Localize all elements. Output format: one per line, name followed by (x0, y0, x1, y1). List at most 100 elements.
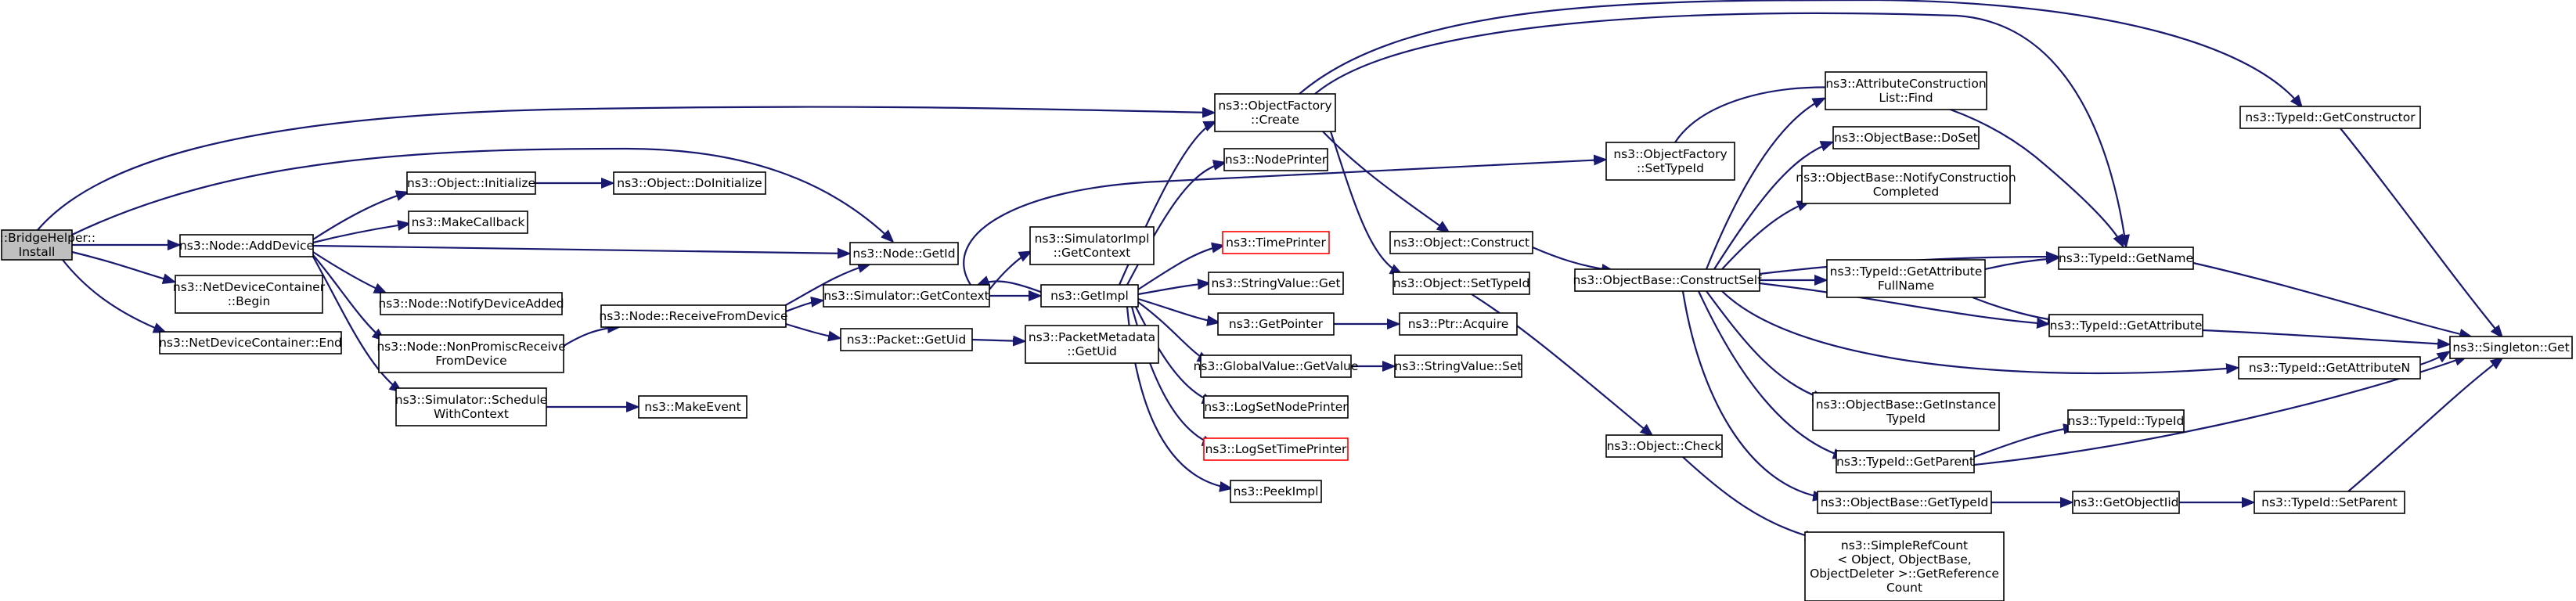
node-logSetTimePrinter[interactable]: ns3::LogSetTimePrinter (1203, 437, 1349, 461)
node-simpleRefCount[interactable]: ns3::SimpleRefCount< Object, ObjectBase,… (1804, 531, 2005, 601)
node-objBaseGetTypeId[interactable]: ns3::ObjectBase::GetTypeId (1817, 491, 1992, 514)
node-box (1223, 148, 1328, 171)
node-label: ns3::TypeId::TypeId (2068, 414, 2185, 428)
node-simGetCtx[interactable]: ns3::Simulator::GetContext (823, 284, 990, 308)
node-label: ns3::TypeId::GetAttribute (2050, 318, 2203, 333)
node-singletonGet[interactable]: ns3::Singleton::Get (2449, 336, 2573, 359)
edge-getImpl-to-getPointer (1137, 297, 1218, 322)
node-getObjectIid[interactable]: ns3::GetObjectIid (2072, 491, 2180, 514)
edge-constructSelf-to-objBaseGetTypeId (1681, 290, 1824, 498)
node-label: List::Find (1879, 91, 1933, 105)
node-timePrinter[interactable]: ns3::TimePrinter (1222, 231, 1330, 254)
node-getPointer[interactable]: ns3::GetPointer (1217, 312, 1335, 336)
node-label: ns3::LogSetTimePrinter (1205, 442, 1347, 456)
node-objCheck[interactable]: ns3::Object::Check (1605, 434, 1723, 458)
node-box (1222, 231, 1330, 254)
edge-recvFromDev-to-simGetCtx (785, 300, 822, 313)
node-pktMetaGetUid[interactable]: ns3::PacketMetadata::GetUid (1025, 325, 1159, 364)
node-constructSelf[interactable]: ns3::ObjectBase::ConstructSelf (1573, 268, 1762, 292)
node-objFactCreate[interactable]: ns3::ObjectFactory::Create (1214, 93, 1336, 132)
node-label: ns3::ObjectBase::GetTypeId (1821, 495, 1989, 509)
node-nodeGetId[interactable]: ns3::Node::GetId (849, 242, 959, 265)
edge-objFactCreate-to-objConstruct (1322, 131, 1448, 232)
node-box (849, 242, 959, 265)
edge-getImpl-to-simGetCtx (978, 281, 1043, 294)
node-objConstruct[interactable]: ns3::Object::Construct (1389, 231, 1533, 254)
node-typeIdGetAttrN[interactable]: ns3::TypeId::GetAttributeN (2238, 356, 2421, 380)
edge-objFactCreate-to-objSetTypeId (1329, 131, 1401, 274)
node-strValSet[interactable]: ns3::StringValue::Set (1394, 354, 1522, 378)
node-label: ns3::Node::NotifyDeviceAdded (378, 297, 564, 311)
node-label: ns3::NetDeviceContainer::End (159, 336, 342, 350)
node-ptrAcquire[interactable]: ns3::Ptr::Acquire (1399, 312, 1518, 336)
node-label: ::GetUid (1067, 344, 1117, 358)
node-globalValGet[interactable]: ns3::GlobalValue::GetValue (1194, 354, 1359, 378)
node-bridge[interactable]: ns3::BridgeHelper::Install (0, 229, 95, 261)
node-box (2067, 409, 2185, 433)
node-objDoInit[interactable]: ns3::Object::DoInitialize (613, 171, 766, 195)
node-label: ::Begin (228, 294, 271, 308)
node-objSetTypeId[interactable]: ns3::Object::SetTypeId (1392, 272, 1530, 295)
node-nodePrinter[interactable]: ns3::NodePrinter (1223, 148, 1328, 171)
node-typeIdSetParent[interactable]: ns3::TypeId::SetParent (2254, 491, 2405, 514)
node-objBaseDoSet[interactable]: ns3::ObjectBase::DoSet (1832, 126, 1980, 149)
node-makeEvent[interactable]: ns3::MakeEvent (638, 395, 748, 419)
node-notifyDevAdded[interactable]: ns3::Node::NotifyDeviceAdded (378, 292, 564, 315)
node-ndcEnd[interactable]: ns3::NetDeviceContainer::End (159, 331, 342, 354)
node-typeIdGetParent[interactable]: ns3::TypeId::GetParent (1836, 450, 1975, 473)
node-box (1826, 259, 1986, 298)
node-strValGet[interactable]: ns3::StringValue::Get (1208, 272, 1344, 295)
node-box (1832, 126, 1980, 149)
node-label: ns3::ObjectBase::GetInstance (1816, 398, 1996, 412)
edge-objFactCreate-to-typeIdGetName (1314, 12, 2126, 246)
node-label: ns3::ObjectBase::NotifyConstruction (1796, 171, 2016, 185)
node-box (378, 334, 564, 373)
node-simImplGetCtx[interactable]: ns3::SimulatorImpl::GetContext (1029, 226, 1155, 265)
node-box (1817, 491, 1992, 514)
node-box (1029, 226, 1155, 265)
node-label: FromDevice (435, 354, 506, 368)
node-getCtor[interactable]: ns3::TypeId::GetConstructor (2239, 106, 2421, 129)
node-box (1836, 450, 1975, 473)
node-label: ns3::Node::AddDevice (179, 239, 314, 253)
edge-addDevice-to-schedCtx (312, 256, 401, 391)
node-peekImpl[interactable]: ns3::PeekImpl (1230, 480, 1322, 503)
node-box (840, 328, 973, 351)
node-typeIdGetAttr[interactable]: ns3::TypeId::GetAttribute (2048, 314, 2203, 337)
node-getImpl[interactable]: ns3::GetImpl (1040, 284, 1139, 308)
node-pktGetUid[interactable]: ns3::Packet::GetUid (840, 328, 973, 351)
edge-getImpl-to-logSetNodePrinter (1134, 304, 1213, 402)
edge-typeIdSetParent-to-singletonGet (2347, 358, 2502, 492)
node-typeIdTypeId[interactable]: ns3::TypeId::TypeId (2067, 409, 2185, 433)
node-label: Completed (1873, 185, 1940, 199)
node-label: ns3::LogSetNodePrinter (1204, 400, 1348, 414)
call-nodes: ns3::BridgeHelper::Install ns3::Node::Add… (0, 71, 2573, 601)
node-makeCallback[interactable]: ns3::MakeCallback (408, 211, 528, 234)
node-typeIdGetName[interactable]: ns3::TypeId::GetName (2058, 247, 2194, 270)
node-label: ns3::StringValue::Set (1395, 359, 1522, 373)
node-recvFromDev[interactable]: ns3::Node::ReceiveFromDevice (599, 304, 788, 328)
node-label: Count (1886, 581, 1922, 595)
edge-getCtor-to-singletonGet (2340, 128, 2502, 336)
edge-recvFromDev-to-nodeGetId (782, 265, 869, 308)
node-box (1, 229, 73, 261)
edge-constructSelf-to-notifyConstr (1721, 202, 1808, 270)
node-box (1203, 437, 1349, 461)
node-logSetNodePrinter[interactable]: ns3::LogSetNodePrinter (1203, 395, 1349, 419)
edge-constructSelf-to-typeIdGetAttrN (1721, 290, 2237, 373)
node-objFactSetTypeId[interactable]: ns3::ObjectFactory::SetTypeId (1605, 142, 1735, 181)
node-objInit[interactable]: ns3::Object::Initialize (406, 171, 536, 195)
node-box (1605, 142, 1735, 181)
node-box (395, 387, 547, 426)
node-notifyConstr[interactable]: ns3::ObjectBase::NotifyConstructionCompl… (1796, 165, 2016, 204)
edge-addDevice-to-nonPromisc (312, 254, 384, 340)
node-addDevice[interactable]: ns3::Node::AddDevice (179, 234, 314, 257)
node-ndcBegin[interactable]: ns3::NetDeviceContainer::Begin (173, 275, 326, 314)
node-box (1801, 165, 2011, 204)
